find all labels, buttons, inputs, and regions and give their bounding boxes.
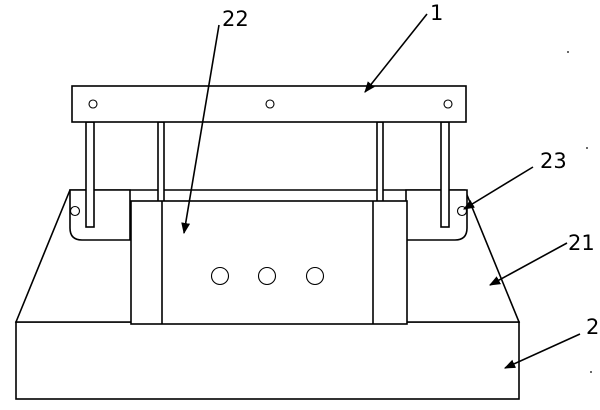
label-part-23: 23 (540, 149, 567, 173)
central-block (130, 200, 408, 325)
leader-line-2 (503, 333, 581, 369)
label-part-1: 1 (430, 1, 443, 25)
speck-mark (567, 51, 569, 53)
block-hole-2 (257, 266, 277, 286)
leader-line-23 (463, 166, 534, 210)
left-bracket (69, 189, 131, 241)
leader-line-21 (489, 242, 568, 286)
right-bracket (405, 189, 468, 241)
speck-mark (586, 147, 588, 149)
right-inner-post (376, 121, 384, 203)
left-inner-post (157, 121, 165, 203)
label-part-22: 22 (222, 7, 249, 31)
leader-line-1 (364, 13, 428, 93)
left-bracket-hole (69, 205, 81, 217)
label-part-2: 2 (586, 315, 599, 339)
top-plate-hole-left (88, 99, 98, 109)
top-plate-hole-right (443, 99, 453, 109)
speck-mark (590, 371, 592, 373)
right-outer-post (440, 121, 450, 228)
block-hole-3 (305, 266, 325, 286)
top-plate-hole-center (265, 99, 275, 109)
leader-line-22 (181, 24, 220, 235)
left-outer-post (85, 121, 95, 228)
base-block (15, 321, 520, 400)
block-hole-1 (210, 266, 230, 286)
label-part-21: 21 (568, 231, 595, 255)
